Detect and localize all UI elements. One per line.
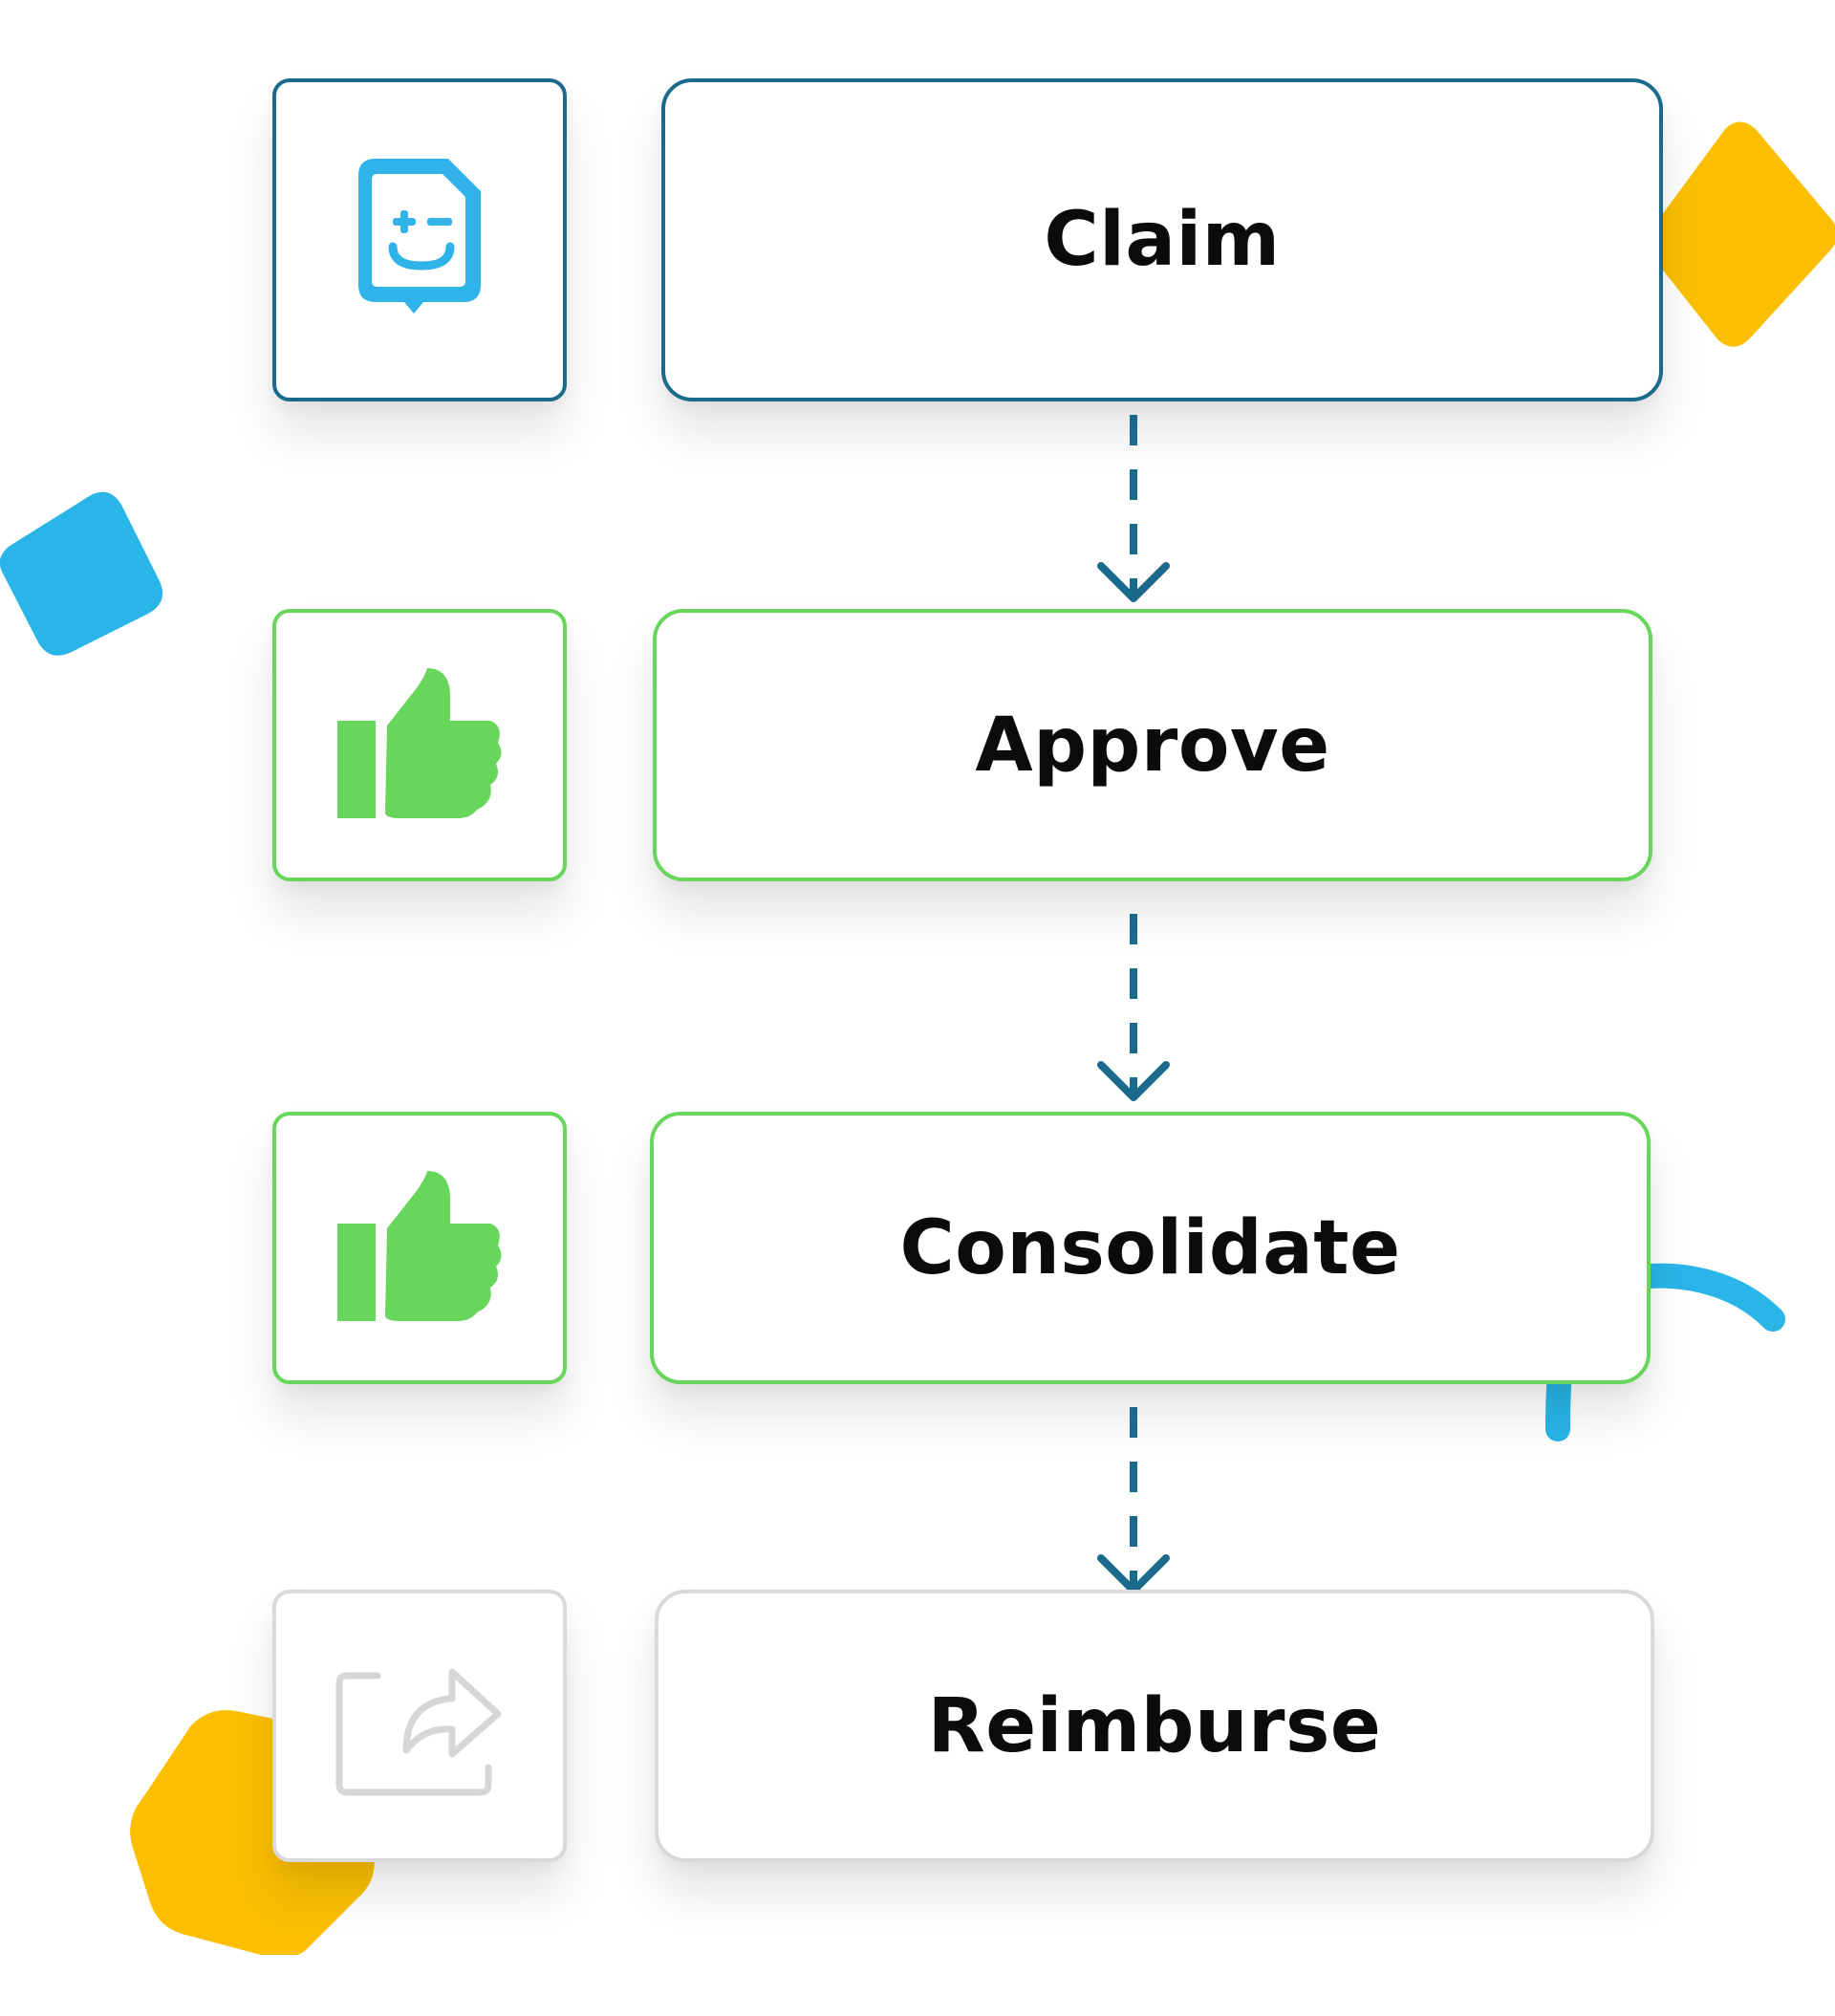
dashed-arrow-1 [1097,415,1170,602]
blue-shape-left [0,491,162,656]
consolidate-icon-card [272,1112,567,1384]
step-consolidate-label: Consolidate [899,1204,1401,1291]
step-reimburse-box[interactable]: Reimburse [655,1590,1654,1862]
thumbs-up-icon [337,667,502,818]
dashed-arrow-3 [1097,1407,1170,1594]
approve-icon-card [272,609,567,881]
step-consolidate-box[interactable]: Consolidate [650,1112,1651,1384]
thumbs-up-icon [337,1170,502,1321]
share-icon [335,1668,502,1795]
step-claim-box[interactable]: Claim [661,78,1663,401]
step-approve-box[interactable]: Approve [653,609,1652,881]
yellow-shape-top-right [1647,121,1835,347]
step-reimburse-label: Reimburse [927,1682,1382,1769]
reimburse-icon-card [272,1590,567,1862]
step-approve-label: Approve [975,702,1330,789]
claim-icon-card [272,78,567,401]
step-claim-label: Claim [1044,197,1281,283]
dashed-arrow-2 [1097,914,1170,1101]
smiling-document-icon [358,159,481,314]
